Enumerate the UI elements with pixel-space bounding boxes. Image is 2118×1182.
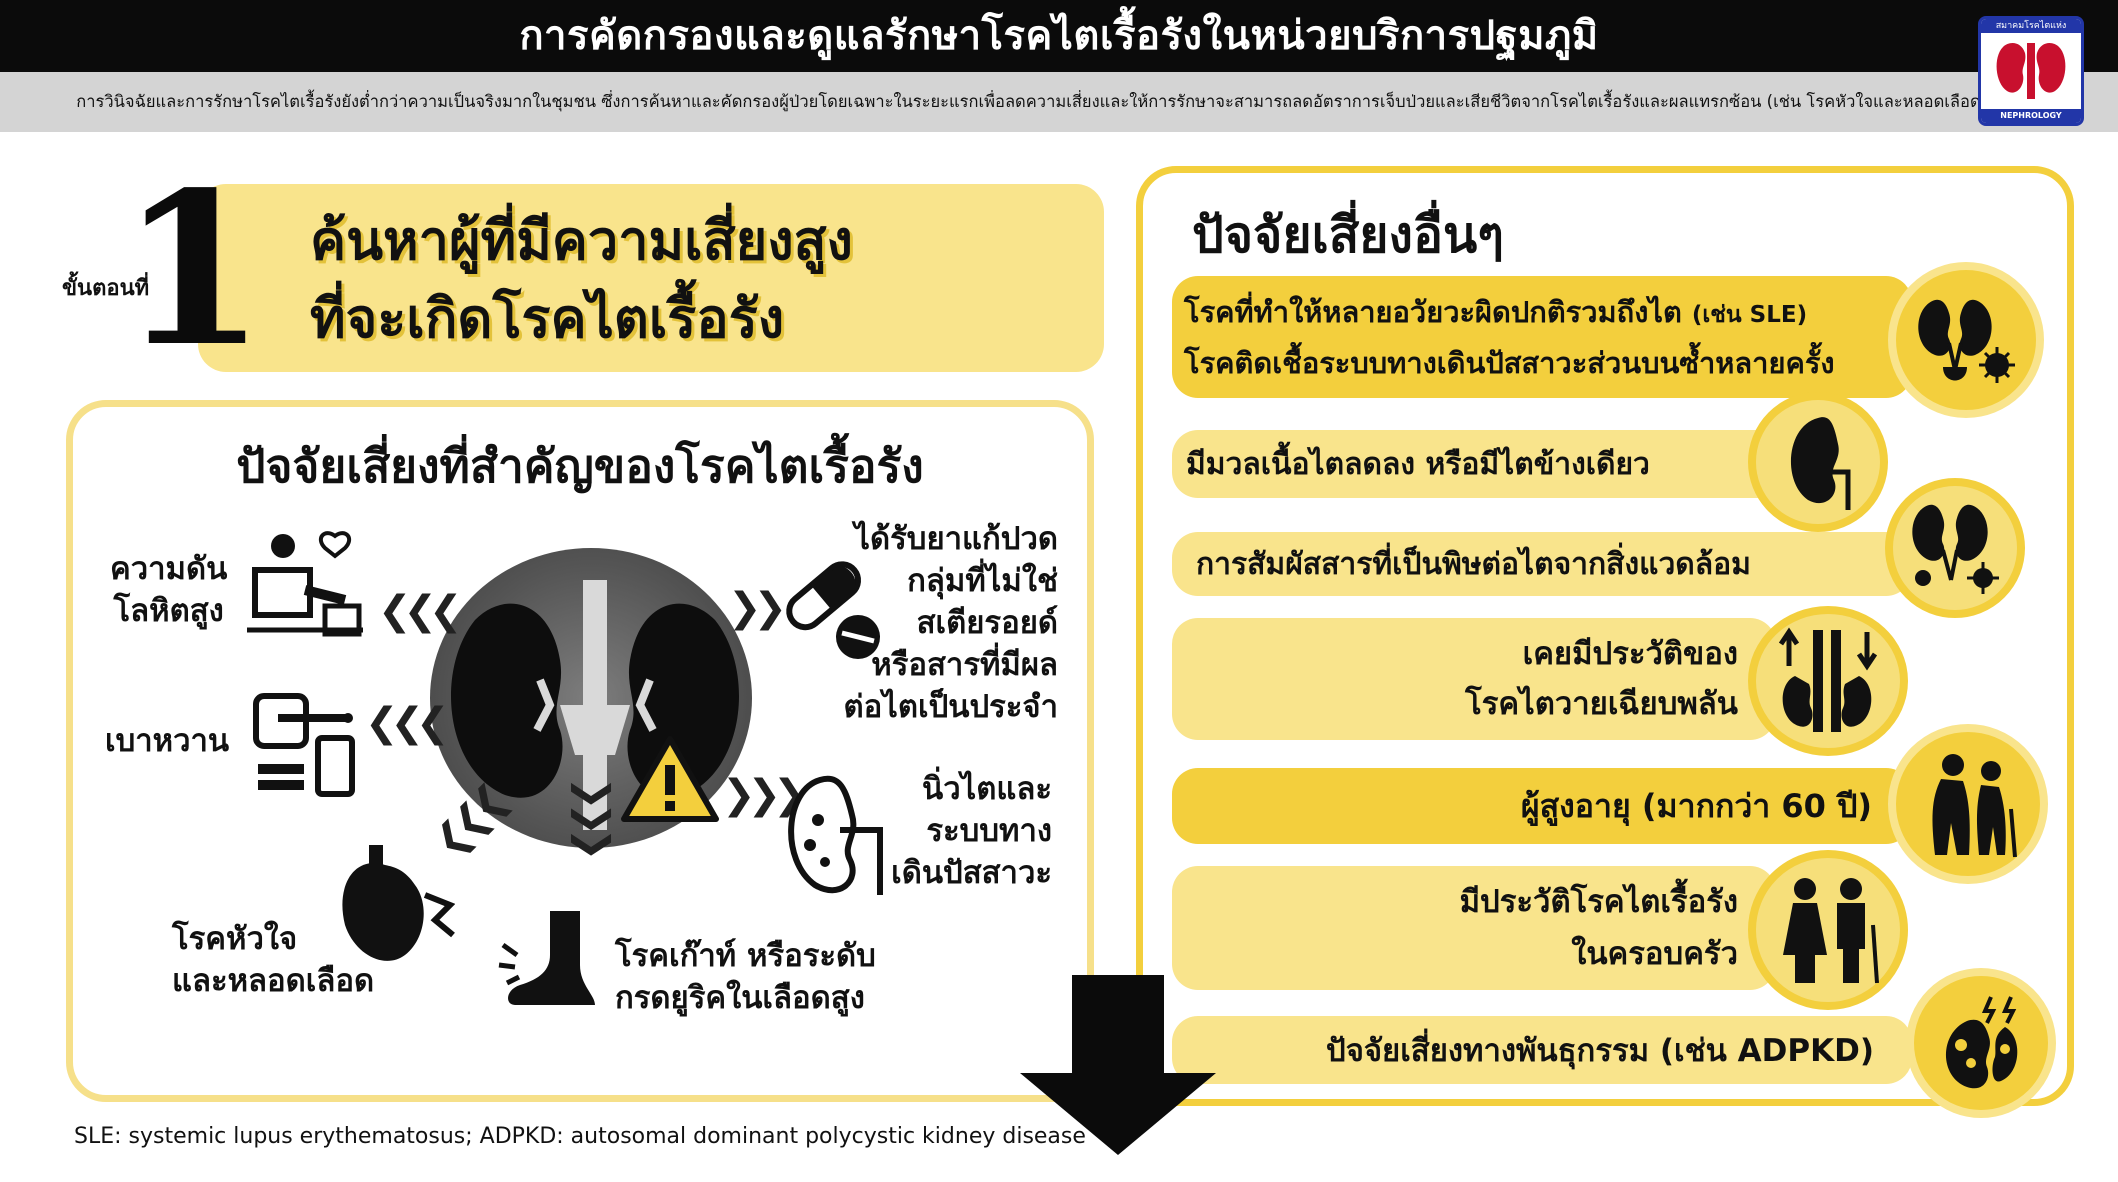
family-icon xyxy=(1783,878,1879,984)
cardio-line1: โรคหัวใจ xyxy=(172,921,298,957)
subtitle-bar xyxy=(0,72,2118,132)
factor-6-line1: มีประวัติโรคไตเรื้อรัง xyxy=(1459,884,1738,920)
society-logo: สมาคมโรคไตแห่งประเทศไทย NEPHROLOGY SOCIE… xyxy=(1978,16,2084,126)
foot-icon xyxy=(498,911,595,1005)
step-number: 1 xyxy=(120,146,267,393)
drugs-line4: หรือสารที่มีผล xyxy=(871,647,1058,683)
factor-3-line1: การสัมผัสสารที่เป็นพิษต่อไตจากสิ่งแวดล้อ… xyxy=(1196,546,1751,582)
factor-multi-organ: โรคที่ทำให้หลายอวัยวะผิดปกติรวมถึงไต (เช… xyxy=(1172,276,1912,398)
badge-aki-history xyxy=(1748,606,1908,756)
gout-line1: โรคเก๊าท์ หรือระดับ xyxy=(615,938,876,974)
badge-reduced-mass xyxy=(1748,392,1888,532)
elderly-couple-icon xyxy=(1932,754,2017,858)
blood-pressure-icon xyxy=(247,531,363,637)
drugs-line2: กลุ่มที่ไม่ใช่ xyxy=(907,563,1058,599)
hypertension-line1: ความดัน xyxy=(110,551,228,587)
page-title: การคัดกรองและดูแลรักษาโรคไตเรื้อรังในหน่… xyxy=(519,13,1599,59)
chevron-right-icon: ❯❯ xyxy=(728,585,787,631)
step-banner xyxy=(198,184,1104,372)
badge-family-history xyxy=(1748,850,1908,1010)
kidney-toxin-icon xyxy=(1912,504,1999,594)
glucose-test-icon xyxy=(253,693,355,797)
cardio-label: โรคหัวใจ และหลอดเลือด xyxy=(172,918,374,1002)
factor-aki-history: เคยมีประวัติของ โรคไตวายเฉียบพลัน xyxy=(1172,618,1776,740)
stones-label: นิ่วไตและ ระบบทาง เดินปัสสาวะ xyxy=(880,768,1052,894)
pills-icon xyxy=(786,561,880,659)
factor-5-line1: ผู้สูงอายุ (มากกว่า 60 ปี) xyxy=(1520,786,1872,825)
cardio-line2: และหลอดเลือด xyxy=(172,963,375,999)
kidneys-icon xyxy=(451,580,739,830)
step-label: ขั้นตอนที่ xyxy=(62,276,150,301)
drugs-label: ได้รับยาแก้ปวด กลุ่มที่ไม่ใช่ สเตียรอยด์… xyxy=(800,518,1059,728)
gout-label: โรคเก๊าท์ หรือระดับ กรดยูริคในเลือดสูง xyxy=(615,935,876,1019)
badge-genetic xyxy=(1906,968,2056,1118)
hypertension-label: ความดัน โลหิตสูง xyxy=(110,548,227,632)
page-subtitle: การวินิจฉัยและการรักษาโรคไตเรื้อรังยังต่… xyxy=(76,92,2042,111)
chevron-left-icon: ❮❮❮ xyxy=(378,588,462,634)
drugs-line1: ได้รับยาแก้ปวด xyxy=(854,521,1058,557)
chevron-down-icon: ❮❮❮ xyxy=(565,784,612,862)
badge-toxic-exposure xyxy=(1885,478,2025,618)
chevron-left-icon: ❮❮❮ xyxy=(365,700,449,746)
factor-1-line1-wrap: โรคที่ทำให้หลายอวัยวะผิดปกติรวมถึงไต (เช… xyxy=(1184,288,1807,339)
factor-elderly: ผู้สูงอายุ (มากกว่า 60 ปี) xyxy=(1172,768,1912,844)
title-bar xyxy=(0,0,2118,72)
down-arrow-icon xyxy=(1020,975,1216,1155)
footnote: SLE: systemic lupus erythematosus; ADPKD… xyxy=(74,1124,1086,1149)
step-heading-line1: ค้นหาผู้ที่มีความเสี่ยงสูง xyxy=(310,209,853,272)
factor-toxic-exposure: การสัมผัสสารที่เป็นพิษต่อไตจากสิ่งแวดล้อ… xyxy=(1172,532,1912,596)
drugs-line5: ต่อไตเป็นประจำ xyxy=(843,689,1059,725)
gout-line2: กรดยูริคในเลือดสูง xyxy=(615,980,865,1016)
logo-bottom-text: NEPHROLOGY SOCIETY OF THAILAND xyxy=(1981,109,2081,123)
badge-elderly xyxy=(1888,724,2048,884)
factor-reduced-mass: มีมวลเนื้อไตลดลง หรือมีไตข้างเดียว xyxy=(1172,430,1792,498)
single-kidney-icon xyxy=(1790,417,1851,510)
other-risk-heading: ปัจจัยเสี่ยงอื่นๆ xyxy=(1192,206,1505,264)
warning-icon xyxy=(621,736,719,822)
factor-1-note: (เช่น SLE) xyxy=(1691,301,1808,328)
logo-kidney-icon xyxy=(1996,43,2066,99)
diabetes-label: เบาหวาน xyxy=(105,723,230,759)
factor-4-line2: โรคไตวายเฉียบพลัน xyxy=(1465,686,1738,722)
step-heading-line2: ที่จะเกิดโรคไตเรื้อรัง xyxy=(310,287,785,350)
factor-1-line2: โรคติดเชื้อระบบทางเดินปัสสาวะส่วนบนซ้ำหล… xyxy=(1184,345,1835,380)
factor-2-line1: มีมวลเนื้อไตลดลง หรือมีไตข้างเดียว xyxy=(1186,446,1650,482)
badge-multi-organ xyxy=(1888,262,2044,418)
polycystic-kidney-icon xyxy=(1946,996,2018,1089)
hypertension-line2: โลหิตสูง xyxy=(113,593,224,629)
kidney-stone-icon xyxy=(788,775,883,895)
acute-kidney-injury-icon xyxy=(1778,627,1878,732)
factor-family-history: มีประวัติโรคไตเรื้อรัง ในครอบครัว xyxy=(1172,866,1776,990)
heart-icon xyxy=(342,845,455,961)
factor-genetic: ปัจจัยเสี่ยงทางพันธุกรรม (เช่น ADPKD) xyxy=(1172,1016,1912,1084)
stones-line3: เดินปัสสาวะ xyxy=(891,855,1052,891)
logo-top-text: สมาคมโรคไตแห่งประเทศไทย xyxy=(1981,19,2081,45)
step-heading: ค้นหาผู้ที่มีความเสี่ยงสูง ที่จะเกิดโรคไ… xyxy=(310,202,853,358)
key-risk-heading: ปัจจัยเสี่ยงที่สำคัญของโรคไตเรื้อรัง xyxy=(236,439,924,493)
stones-line2: ระบบทาง xyxy=(926,813,1052,849)
factor-6-line2: ในครอบครัว xyxy=(1571,936,1738,972)
factor-1-line1: โรคที่ทำให้หลายอวัยวะผิดปกติรวมถึงไต xyxy=(1184,294,1682,329)
drugs-line3: สเตียรอยด์ xyxy=(916,605,1058,641)
factor-7-line1: ปัจจัยเสี่ยงทางพันธุกรรม (เช่น ADPKD) xyxy=(1326,1033,1874,1069)
factor-4-line1: เคยมีประวัติของ xyxy=(1522,636,1738,672)
stones-line1: นิ่วไตและ xyxy=(922,771,1052,807)
kidney-bladder-germ-icon xyxy=(1918,299,2015,383)
